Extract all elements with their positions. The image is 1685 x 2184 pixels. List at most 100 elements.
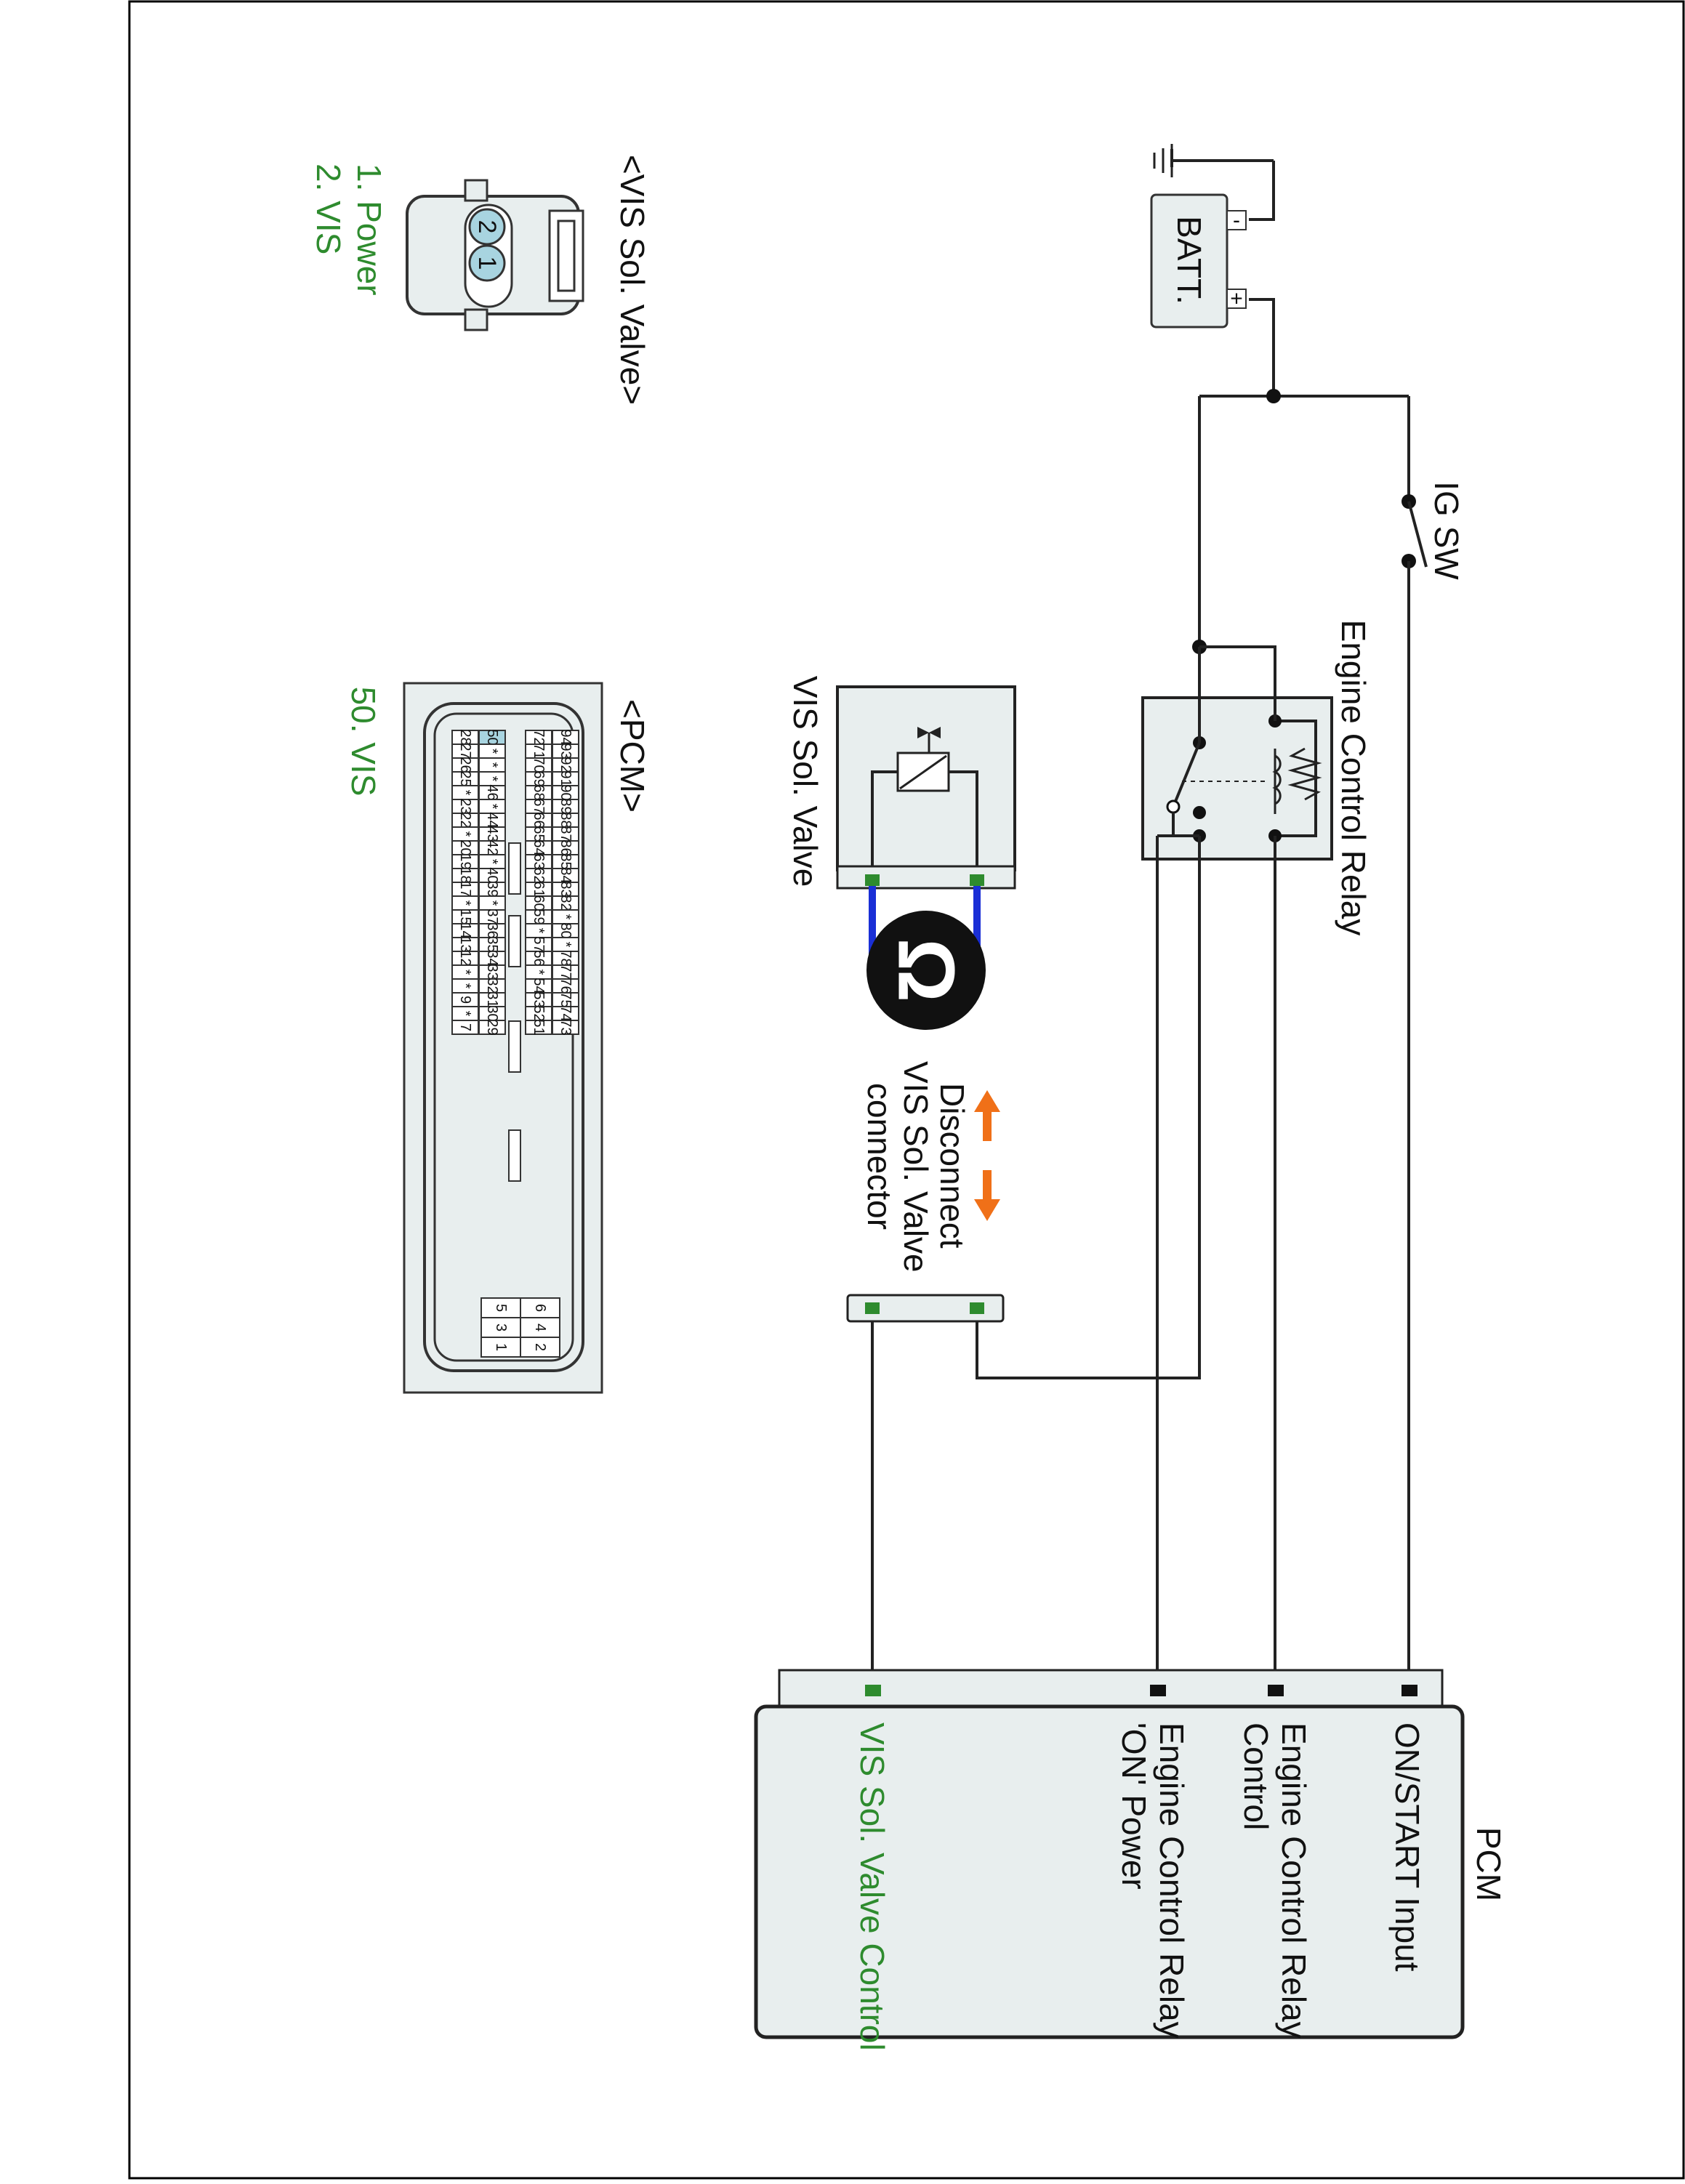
vis-valve-label: VIS Sol. Valve [787, 676, 824, 887]
disconnect-note-line3: connector [861, 1083, 898, 1230]
pcm-pin-label: * [457, 970, 473, 975]
pcm-pin-label: 20 [457, 839, 473, 855]
pcm-pin-label: 83 [558, 881, 574, 897]
pcm-pin-label: 31 [484, 991, 500, 1007]
pcm-pin-cell [451, 1020, 479, 1035]
relay-label: Engine Control Relay [1335, 620, 1372, 936]
pcm-pin-label: 44 [484, 812, 500, 828]
pcm-pin-label: 88 [558, 812, 574, 828]
pcm-pin-label: 29 [484, 1019, 500, 1035]
pcm-pin-label: 70 [531, 757, 547, 773]
resistor-symbol [1287, 747, 1322, 801]
pcm-pin-label: * [484, 749, 500, 754]
engine-control-relay [1141, 696, 1333, 861]
pcm-pin-label: 54 [531, 978, 547, 994]
pcm-pin-label: 84 [558, 867, 574, 883]
pcm-pin-label: 69 [531, 770, 547, 786]
vis-connector-legend: 1. Power [350, 164, 388, 296]
disconnect-note-line2: VIS Sol. Valve [897, 1061, 935, 1273]
pcm-pin-label: 4 [532, 1323, 548, 1331]
pcm-key-slot [508, 842, 521, 895]
pcm-pin-label: 33 [484, 964, 500, 980]
pcm-pin-label: 9 [457, 996, 473, 1004]
pcm-pin-label: 2 [532, 1343, 548, 1351]
pcm-pin-label: 89 [558, 798, 574, 814]
pcm-terminal-label: Engine Control Relay [1153, 1722, 1191, 2039]
bplus-junction [1266, 389, 1281, 403]
harness-connector [846, 1294, 1005, 1323]
battery-pos-wire [1249, 298, 1275, 396]
pcm-pin-label: 42 [484, 839, 500, 855]
pcm-pin-label: 61 [531, 881, 547, 897]
pcm-pin-label: 26 [457, 757, 473, 773]
pcm-pin-label: 93 [558, 743, 574, 759]
pcm-terminal-label: Control [1237, 1722, 1275, 1830]
pcm-pin-label: 82 [558, 895, 574, 911]
pcm-pin-label: * [531, 928, 547, 934]
pcm-terminal-label: VIS Sol. Valve Control [853, 1722, 891, 2051]
pcm-pin-label: 87 [558, 826, 574, 842]
vis-pin-label: 2 [473, 220, 501, 234]
vis-valve-pin [865, 874, 880, 886]
pcm-pin-cell [525, 1020, 552, 1035]
pcm-pin-label: 92 [558, 757, 574, 773]
battery-neg-label: - [1233, 209, 1240, 233]
ohm-symbol: Ω [882, 938, 971, 1002]
pcm-pin-label: 94 [558, 729, 574, 745]
pcm-pin-label: 1 [493, 1343, 509, 1351]
pcm-module: PCM ON/START Input Engine Control Relay … [754, 1669, 1508, 2051]
pcm-pin-label: 60 [531, 895, 547, 911]
battery-label: BATT. [1170, 216, 1208, 305]
pcm-pin-label: 91 [558, 770, 574, 786]
pcm-pin-label: * [558, 914, 574, 920]
pcm-pin-label: * [484, 762, 500, 768]
pcm-pin-label: * [531, 970, 547, 975]
pcm-pin-label: * [457, 831, 473, 837]
pcm-pin-label: * [457, 900, 473, 906]
pcm-pin-label: * [484, 859, 500, 865]
pcm-pin-label: 7 [457, 1023, 473, 1031]
pcm-pin-label: 35 [484, 936, 500, 952]
pcm-pin-label: 17 [457, 881, 473, 897]
pcm-pin-label: 67 [531, 798, 547, 814]
vis-connector-face: 2 1 [406, 179, 584, 331]
pcm-pin-label: 13 [457, 936, 473, 952]
vis-connector-legend: 2. VIS [310, 164, 347, 254]
pcm-pin-label: 71 [531, 743, 547, 759]
pcm-pin-label: 6 [532, 1304, 548, 1312]
pcm-pin-label: 73 [558, 1019, 574, 1035]
pcm-pin-label: 39 [484, 881, 500, 897]
pcm-pin-label: * [457, 1011, 473, 1017]
ohmmeter-icon: Ω [866, 911, 986, 1030]
ground-symbol [1153, 144, 1173, 177]
ig-switch: IG SW [1402, 396, 1465, 1690]
pcm-key-slot [508, 1129, 521, 1182]
pcm-pin-label: 78 [558, 950, 574, 966]
pcm-pin-label: 46 [484, 784, 500, 800]
pcm-pin-label: 53 [531, 991, 547, 1007]
pcm-pin-label: 30 [484, 1005, 500, 1021]
coil-symbol [1272, 754, 1282, 805]
relay-coil-supply-wire [1199, 645, 1276, 721]
battery: - + BATT. [1150, 193, 1247, 329]
pcm-pin-label: 40 [484, 867, 500, 883]
pcm-pin-label: * [457, 983, 473, 989]
pcm-pin-label: 90 [558, 784, 574, 800]
pcm-pin-label: 14 [457, 922, 473, 938]
page-frame [128, 0, 1685, 2180]
pcm-pin-label: * [484, 900, 500, 906]
pcm-pin-label: 37 [484, 908, 500, 924]
pcm-title: PCM [1470, 1827, 1508, 1901]
pcm-key-slot [508, 1020, 521, 1073]
pcm-pin-label: 34 [484, 950, 500, 966]
pcm-pin-label: 52 [531, 1005, 547, 1021]
pcm-pin-label: 80 [558, 922, 574, 938]
vis-pin-label: 1 [473, 257, 501, 270]
pcm-pin-label: * [484, 804, 500, 810]
pcm-pin-label: 74 [558, 1005, 574, 1021]
pcm-pin-label: 25 [457, 770, 473, 786]
pcm-terminal-label: ON/START Input [1388, 1722, 1426, 1972]
pcm-pin-label: 22 [457, 812, 473, 828]
pcm-pin-label: 15 [457, 908, 473, 924]
pcm-key-slot [508, 915, 521, 967]
